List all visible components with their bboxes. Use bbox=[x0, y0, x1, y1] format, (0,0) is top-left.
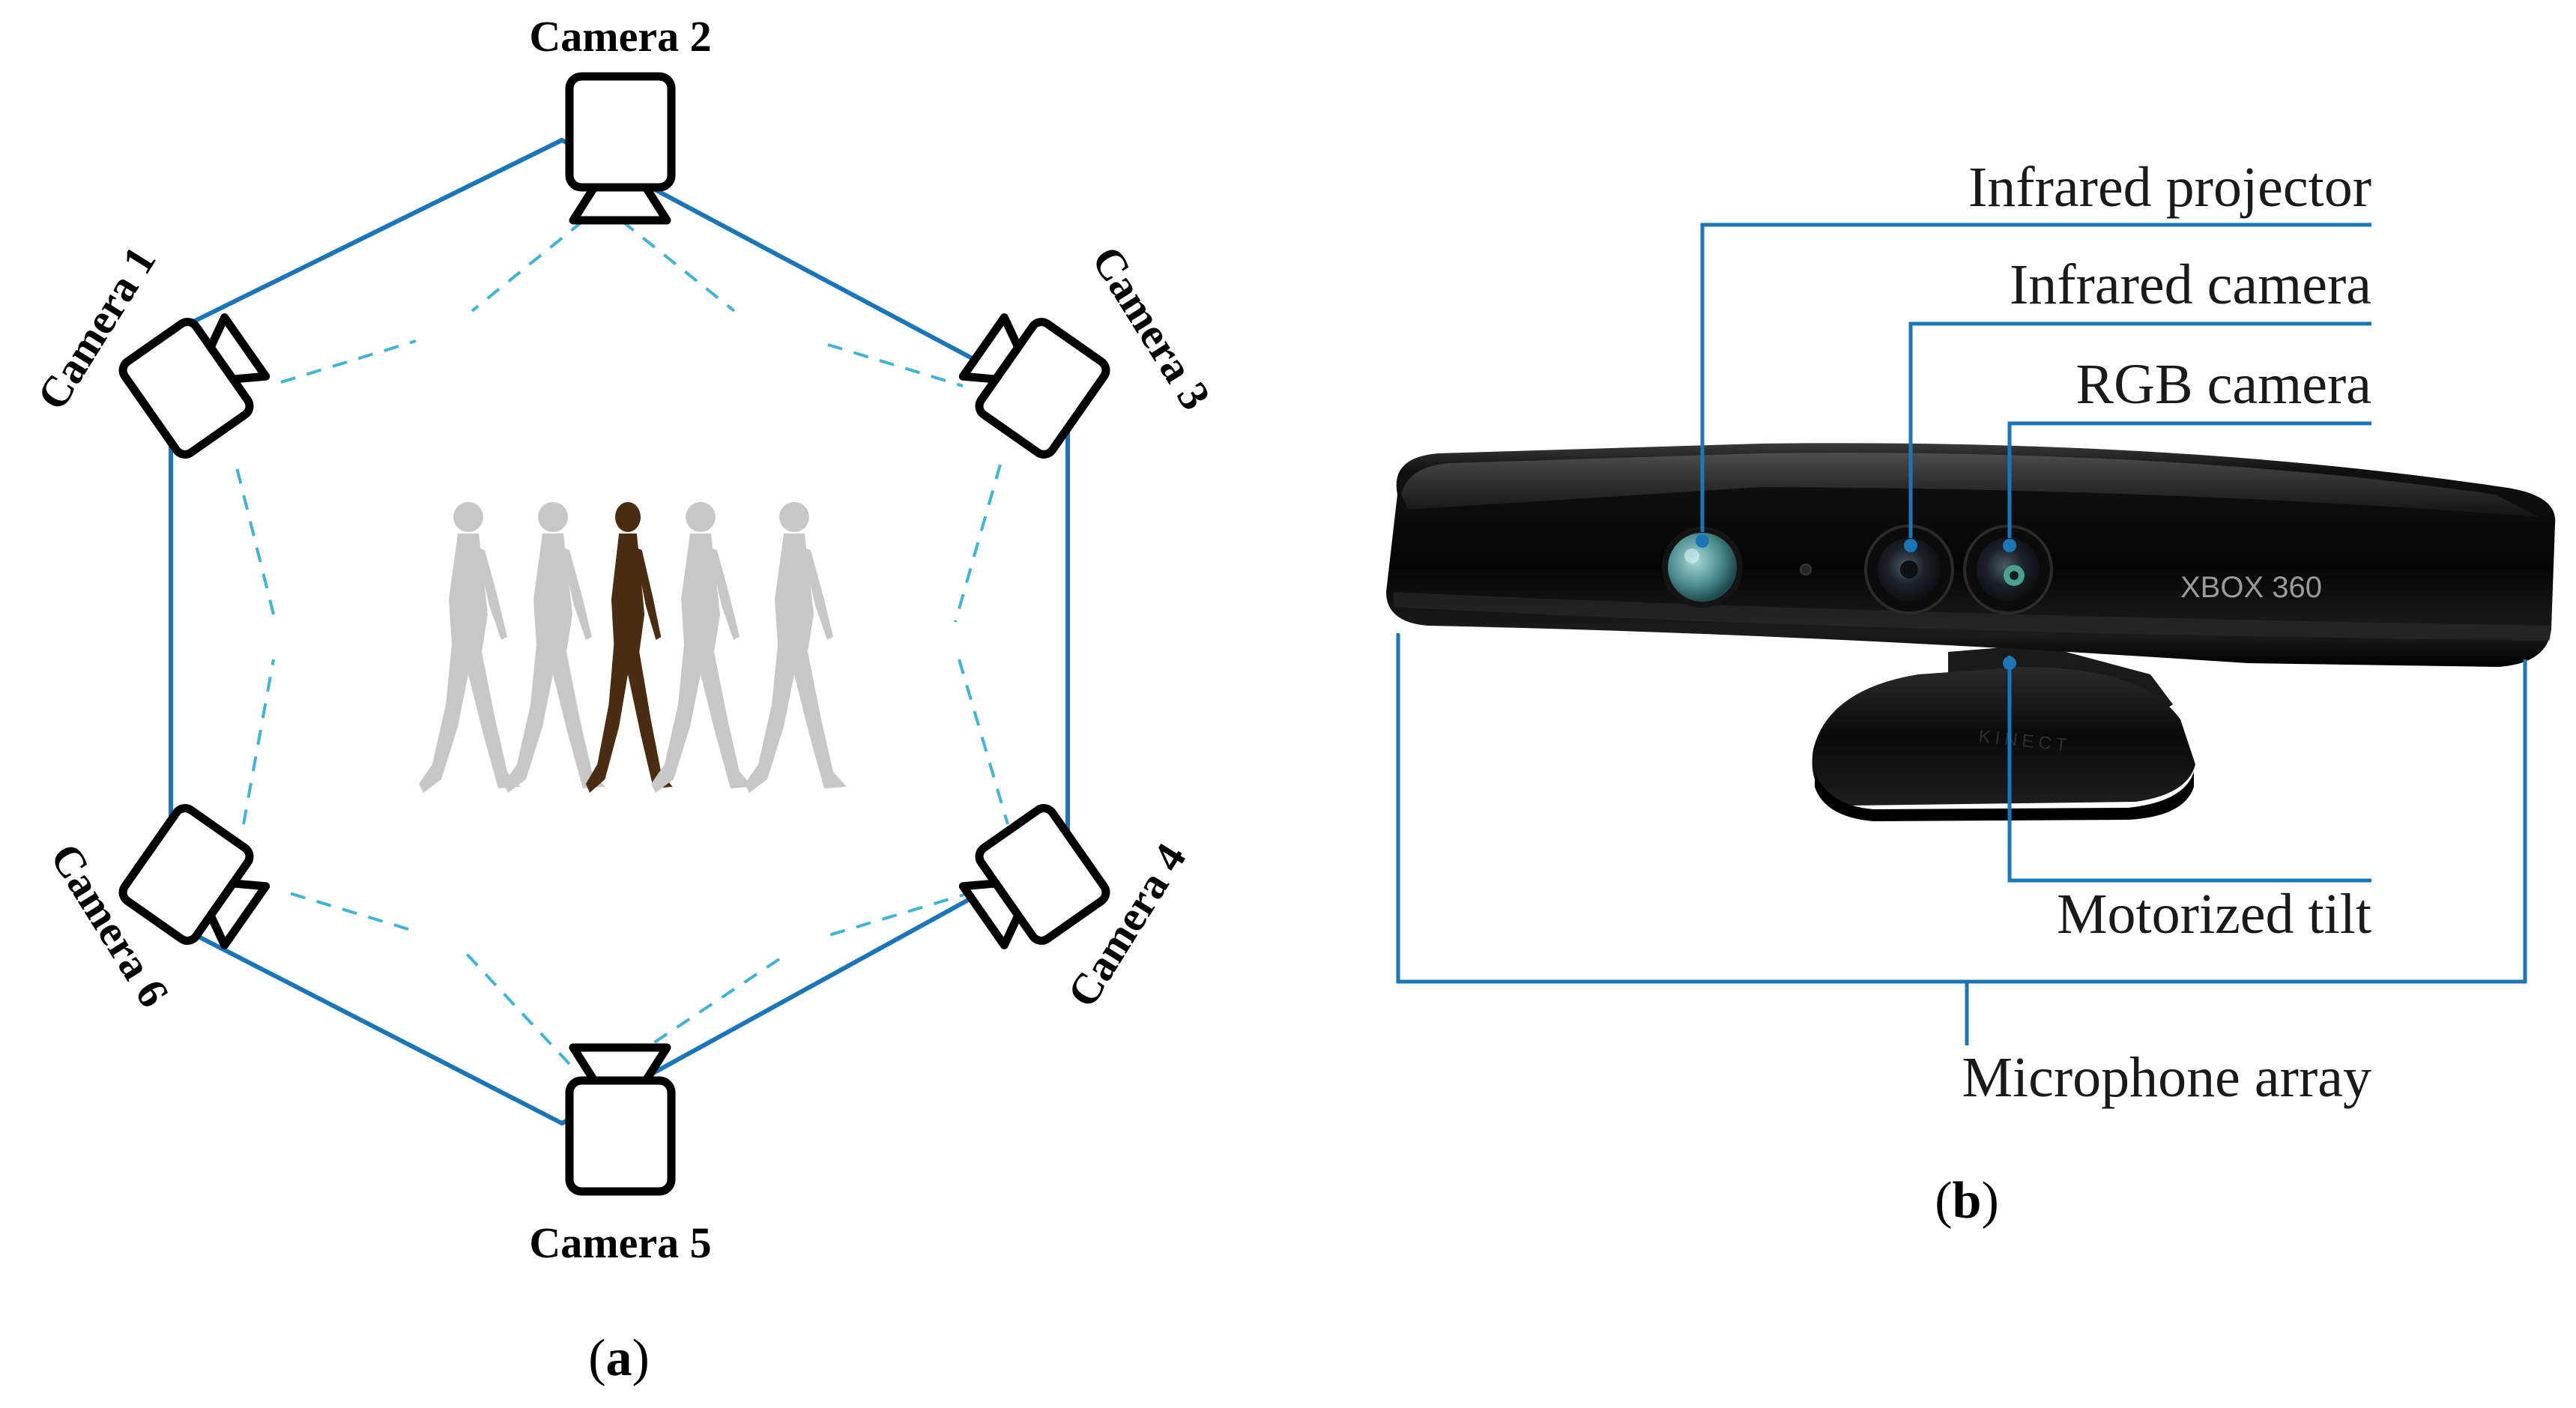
camera-2-label: Camera 2 bbox=[529, 12, 711, 61]
microphone-array-callout-line bbox=[1396, 633, 2527, 984]
camera-1-icon bbox=[119, 301, 277, 459]
panel-a-label: (a) bbox=[588, 1329, 650, 1387]
camera-2-icon bbox=[565, 72, 676, 225]
walker-figure bbox=[504, 502, 605, 793]
camera-4-icon bbox=[952, 804, 1110, 961]
camera-5-label: Camera 5 bbox=[529, 1218, 711, 1267]
infrared-projector-label: Infrared projector bbox=[1968, 156, 2371, 219]
walker-figure bbox=[651, 502, 753, 793]
walker-figure-highlighted bbox=[585, 502, 673, 793]
walking-sequence bbox=[419, 502, 847, 793]
panel-a: Camera 2 Camera 5 Camera 1 Camera 3 Came… bbox=[27, 12, 1220, 1387]
microphone-array-label: Microphone array bbox=[1962, 1046, 2371, 1109]
panel-b: KINECT XBOX 360 bbox=[1386, 156, 2556, 1230]
infrared-projector-callout-line bbox=[1700, 223, 2371, 532]
callout-lines bbox=[1396, 223, 2527, 1045]
motorized-tilt-callout-line bbox=[2007, 656, 2371, 883]
panel-b-label: (b) bbox=[1935, 1172, 1999, 1230]
infrared-camera-label: Infrared camera bbox=[2010, 253, 2371, 316]
kinect-body bbox=[1386, 443, 2556, 667]
infrared-projector-icon bbox=[1662, 527, 1743, 608]
rgb-camera-lens-icon bbox=[1963, 525, 2053, 614]
camera-3-icon bbox=[952, 301, 1110, 459]
motorized-tilt-label: Motorized tilt bbox=[2057, 883, 2371, 946]
rgb-camera-callout-line bbox=[2007, 421, 2371, 538]
rgb-camera-label: RGB camera bbox=[2075, 353, 2371, 416]
camera-3-label: Camera 3 bbox=[1083, 238, 1221, 418]
walker-figure bbox=[745, 502, 847, 793]
walker-figure bbox=[419, 502, 521, 793]
kinect-base: KINECT bbox=[1812, 644, 2195, 821]
infrared-camera-callout-line bbox=[1908, 321, 2371, 538]
xbox-360-logo: XBOX 360 bbox=[2180, 571, 2322, 604]
infrared-camera-lens-icon bbox=[1864, 525, 1954, 614]
led-indicator-icon bbox=[1800, 563, 1812, 575]
field-of-view-lines bbox=[235, 220, 1009, 1066]
camera-5-icon bbox=[565, 1043, 676, 1196]
